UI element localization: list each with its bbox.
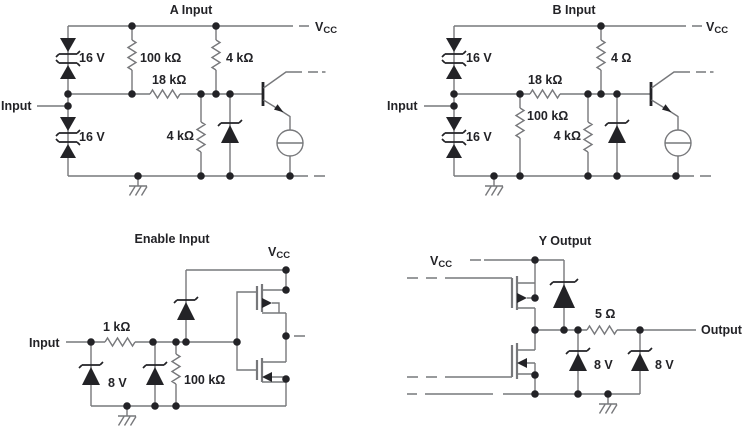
- y-series-resistor-shape: [586, 324, 618, 336]
- circuit-a-title: A Input: [170, 3, 213, 17]
- b-upper-resistor-shape: [595, 39, 607, 71]
- b-lower-resistor-label: 4 kΩ: [554, 129, 581, 143]
- enable-pulldown-resistor-label: 100 kΩ: [184, 373, 225, 387]
- y-left-zener-icon: [565, 347, 591, 372]
- circuit-y-output: Y Output VCC 5 Ω 8 V 8 V Output: [407, 234, 743, 415]
- enable-vcc-label: VCC: [268, 245, 290, 261]
- a-series-resistor-shape: [149, 88, 181, 100]
- y-right-zener-icon: [627, 347, 653, 372]
- a-pullup-resistor-shape: [126, 39, 138, 71]
- b-lower-resistor-shape: [582, 121, 594, 153]
- enable-series-resistor-label: 1 kΩ: [103, 320, 130, 334]
- a-wires: [37, 25, 325, 177]
- enable-pulldown-resistor-shape: [170, 353, 182, 385]
- y-node-dots: [531, 256, 644, 398]
- a-pullup-resistor-label: 100 kΩ: [140, 51, 181, 65]
- y-title: Y Output: [539, 234, 592, 248]
- b-upper-resistor-label: 4 Ω: [611, 51, 631, 65]
- y-series-resistor-label: 5 Ω: [595, 307, 615, 321]
- circuit-a-input: A Input Input VCC 16 V 16 V 100 kΩ 18 kΩ…: [1, 3, 337, 197]
- circuit-b-input: B Input Input VCC 16 V 16 V 4 Ω 18 kΩ 10…: [387, 3, 728, 197]
- y-vcc-label: VCC: [430, 254, 452, 270]
- b-pulldown-resistor-label: 100 kΩ: [527, 109, 568, 123]
- b-input-label: Input: [387, 99, 418, 113]
- b-series-resistor-label: 18 kΩ: [528, 73, 562, 87]
- enable-input-diode-icon: [78, 361, 104, 386]
- b-pulldown-resistor-shape: [514, 107, 526, 139]
- enable-title: Enable Input: [135, 232, 211, 246]
- y-left-zener-label: 8 V: [594, 358, 613, 372]
- y-wires: [407, 259, 696, 395]
- a-npn-transistor-icon: [261, 70, 327, 178]
- a-bottom-zener-label: 16 V: [79, 130, 105, 144]
- a-lower-resistor-shape: [195, 121, 207, 153]
- b-vcc-label: VCC: [706, 20, 728, 36]
- a-upper-resistor-shape: [210, 39, 222, 71]
- circuit-enable-input: Enable Input Input VCC 1 kΩ 8 V 100 k: [29, 232, 305, 427]
- circuit-b-title: B Input: [552, 3, 596, 17]
- y-right-zener-label: 8 V: [655, 358, 674, 372]
- y-output-label: Output: [701, 323, 743, 337]
- a-upper-resistor-label: 4 kΩ: [226, 51, 253, 65]
- enable-series-resistor-shape: [104, 336, 136, 348]
- b-npn-transistor-icon: [649, 70, 715, 178]
- b-wires: [424, 25, 711, 177]
- a-top-zener-label: 16 V: [79, 51, 105, 65]
- b-series-resistor-shape: [529, 88, 561, 100]
- b-top-zener-label: 16 V: [466, 51, 492, 65]
- enable-zener-label: 8 V: [108, 376, 127, 390]
- b-clamp-diode-icon: [604, 119, 630, 144]
- enable-gate-bracket: [236, 291, 257, 371]
- enable-nmos-icon: [255, 358, 286, 383]
- a-series-resistor-label: 18 kΩ: [152, 73, 186, 87]
- a-input-label: Input: [1, 99, 32, 113]
- a-node-dots: [64, 22, 294, 180]
- enable-zener-icon: [142, 361, 168, 386]
- a-vcc-label: VCC: [315, 20, 337, 36]
- a-clamp-diode-icon: [217, 119, 243, 144]
- b-node-dots: [450, 22, 680, 180]
- enable-pmos-icon: [255, 284, 286, 314]
- enable-input-label: Input: [29, 336, 60, 350]
- y-pmos-icon: [510, 276, 535, 310]
- a-lower-resistor-label: 4 kΩ: [167, 129, 194, 143]
- b-bottom-zener-label: 16 V: [466, 130, 492, 144]
- enable-vcc-diode-icon: [173, 296, 199, 321]
